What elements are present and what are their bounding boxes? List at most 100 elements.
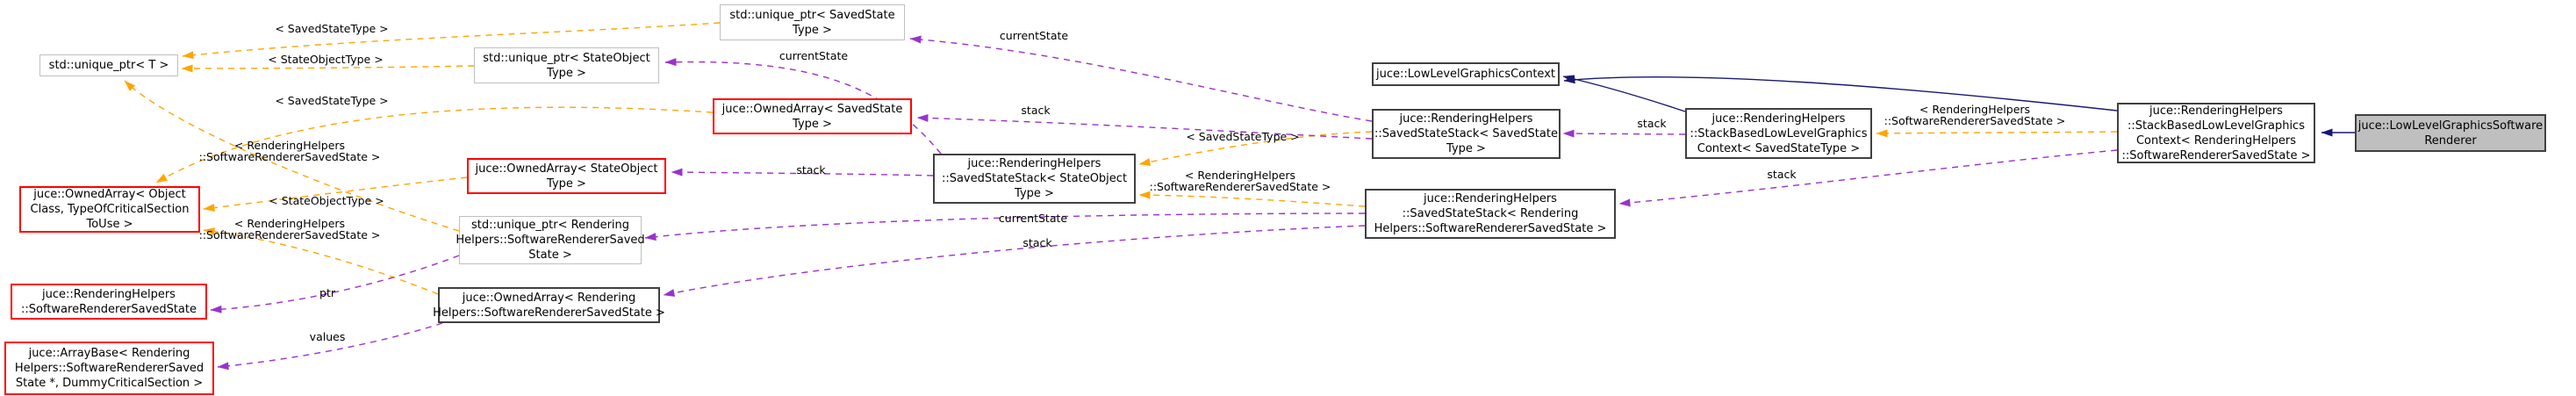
node-juce-stackbasedllgc-savedstatetype[interactable]: juce::RenderingHelpers ::StackBasedLowLe… xyxy=(1685,108,1872,159)
edge-label-line: ::SoftwareRendererSavedState > xyxy=(198,228,381,241)
node-juce-ownedarray-savedstatetype[interactable]: juce::OwnedArray< SavedState Type > xyxy=(713,98,912,134)
node-juce-ownedarray-objectclass[interactable]: juce::OwnedArray< Object Class, TypeOfCr… xyxy=(19,186,200,233)
node-line: juce::LowLevelGraphicsContext xyxy=(1375,68,1555,81)
node-line: ::StackBasedLowLevelGraphics xyxy=(1690,126,1868,140)
edge-usage-stack-rh xyxy=(663,225,1366,297)
node-line: ::SavedStateStack< StateObject xyxy=(941,172,1128,185)
edge-label-ptr: ptr xyxy=(319,286,335,299)
edge-label-template-savedstatetype-2: < SavedStateType > xyxy=(275,94,389,107)
node-line: Type > xyxy=(547,176,586,191)
node-juce-savedstatestack-softwarerenderersavedstate[interactable]: juce::RenderingHelpers ::SavedStateStack… xyxy=(1365,189,1616,239)
node-line: juce::RenderingHelpers xyxy=(1711,112,1846,126)
edge-label-template-softwarerenderersavedstate-3: < RenderingHelpers ::SoftwareRendererSav… xyxy=(1150,169,1331,192)
node-line: ::SavedStateStack< SavedState xyxy=(1374,127,1558,140)
node-line: ::SoftwareRendererSavedState xyxy=(21,302,197,316)
node-juce-softwarerenderersavedstate[interactable]: juce::RenderingHelpers ::SoftwareRendere… xyxy=(11,284,207,320)
edge-inherit-sb-saved-llgc xyxy=(1562,75,1686,112)
edge-label-line: < RenderingHelpers xyxy=(233,217,346,230)
edge-label-currentstate-1: currentState xyxy=(999,29,1069,42)
edge-label-template-softwarerenderersavedstate-1: < RenderingHelpers ::SoftwareRendererSav… xyxy=(199,140,381,162)
edge-usage-currentstate-saved xyxy=(909,35,1373,122)
edge-template-sss-rh xyxy=(1138,191,1366,207)
node-juce-savedstatestack-stateobjecttype[interactable]: juce::RenderingHelpers ::SavedStateStack… xyxy=(933,154,1136,204)
node-std-unique-ptr-softwarerenderersavedstate: std::unique_ptr< Rendering Helpers::Soft… xyxy=(456,216,645,264)
node-juce-savedstatestack-savedstatetype[interactable]: juce::RenderingHelpers ::SavedStateStack… xyxy=(1372,109,1561,159)
edge-label-values: values xyxy=(309,330,346,343)
node-line: juce::RenderingHelpers xyxy=(967,157,1101,170)
node-line: State *, DummyCriticalSection > xyxy=(15,377,204,390)
edge-label-currentstate-3: currentState xyxy=(998,212,1068,225)
node-juce-stackbasedllgc-softwarerenderersavedstate[interactable]: juce::RenderingHelpers ::StackBasedLowLe… xyxy=(2117,103,2315,163)
node-line: Helpers::SoftwareRendererSaved xyxy=(456,234,645,247)
edge-label-stack-3: stack xyxy=(1023,236,1052,249)
node-juce-lowlevelgraphicssoftwarerenderer: juce::LowLevelGraphicsSoftware Renderer xyxy=(2355,114,2546,152)
node-juce-arraybase[interactable]: juce::ArrayBase< Rendering Helpers::Soft… xyxy=(4,342,214,395)
edge-label-currentstate-2: currentState xyxy=(779,49,849,62)
node-line: Context< RenderingHelpers xyxy=(2135,133,2297,148)
edge-label-template-stateobjecttype-1: < StateObjectType > xyxy=(268,53,384,66)
template-edges xyxy=(124,22,2118,295)
edge-usage-currentstate-stateobj xyxy=(664,58,942,155)
node-line: ::StackBasedLowLevelGraphics xyxy=(2128,119,2305,133)
edge-label-stack-1: stack xyxy=(1021,104,1051,117)
node-line: juce::OwnedArray< Object xyxy=(33,188,186,201)
edge-usage-stack-stateobj xyxy=(671,168,934,176)
node-line: ToUse > xyxy=(86,218,133,231)
node-line: Type > xyxy=(1446,142,1486,155)
node-line: juce::RenderingHelpers xyxy=(1424,192,1557,205)
node-line: ::SavedStateStack< Rendering xyxy=(1402,207,1579,220)
node-line: Helpers::SoftwareRendererSavedState > xyxy=(433,306,665,320)
edge-label-stack-4: stack xyxy=(1637,117,1667,130)
edge-label-template-softwarerenderersavedstate-4: < RenderingHelpers ::SoftwareRendererSav… xyxy=(1884,104,2066,126)
edge-usage-ptr xyxy=(210,255,460,313)
node-line: Helpers::SoftwareRendererSaved xyxy=(14,362,205,375)
edge-template-uptr-saved xyxy=(182,22,721,60)
edge-template-sss-saved xyxy=(1138,131,1373,166)
node-line: std::unique_ptr< T > xyxy=(48,59,169,72)
node-juce-ownedarray-softwarerenderersavedstate[interactable]: juce::OwnedArray< Rendering Helpers::Sof… xyxy=(433,287,665,323)
edge-label-stack-5: stack xyxy=(1767,168,1797,181)
node-line: juce::OwnedArray< SavedState xyxy=(721,102,903,116)
edge-template-sb-rh xyxy=(1876,129,2118,138)
node-line: juce::OwnedArray< StateObject xyxy=(475,162,658,176)
edge-label-stack-2: stack xyxy=(796,163,826,176)
node-line: juce::OwnedArray< Rendering xyxy=(462,291,636,305)
edge-usage-currentstate-rh xyxy=(644,212,1366,241)
node-line: juce::RenderingHelpers xyxy=(2149,104,2283,118)
node-line: Helpers::SoftwareRendererSavedState > xyxy=(1374,222,1607,235)
node-juce-lowlevelgraphicscontext[interactable]: juce::LowLevelGraphicsContext xyxy=(1372,62,1560,86)
node-line: std::unique_ptr< SavedState xyxy=(729,8,895,22)
edge-template-uptr-stateobj xyxy=(181,64,475,73)
node-std-unique-ptr-t: std::unique_ptr< T > xyxy=(39,54,178,76)
node-line: Renderer xyxy=(2424,133,2477,148)
edge-label-template-stateobjecttype-2: < StateObjectType > xyxy=(269,194,384,207)
usage-edges xyxy=(210,35,2118,371)
node-juce-ownedarray-stateobjecttype[interactable]: juce::OwnedArray< StateObject Type > xyxy=(467,158,666,194)
node-line: juce::LowLevelGraphicsSoftware xyxy=(2357,119,2544,133)
edge-usage-stack-sb-saved xyxy=(1562,129,1686,138)
edge-inherit-sb-rh-llgc xyxy=(1563,76,2118,112)
edge-template-uptr-rh xyxy=(124,80,460,232)
edge-label-template-softwarerenderersavedstate-2: < RenderingHelpers ::SoftwareRendererSav… xyxy=(199,218,381,241)
node-line: Type > xyxy=(793,23,832,37)
node-std-unique-ptr-savedstatetype: std::unique_ptr< SavedState Type > xyxy=(720,4,905,40)
node-line: juce::RenderingHelpers xyxy=(1399,112,1533,126)
edge-usage-stack-saved xyxy=(916,113,1373,140)
edge-label-line: ::SoftwareRendererSavedState > xyxy=(1884,114,2066,127)
edge-label-template-savedstatetype-1: < SavedStateType > xyxy=(275,22,389,35)
edge-label-line: < RenderingHelpers xyxy=(233,139,346,152)
node-line: Type > xyxy=(1015,187,1054,200)
node-line: Class, TypeOfCriticalSection xyxy=(30,203,190,216)
edge-template-oa-stateobj xyxy=(203,176,468,212)
node-line: Type > xyxy=(793,117,832,131)
inheritance-edges xyxy=(1562,75,2355,137)
node-line: std::unique_ptr< Rendering xyxy=(470,219,630,232)
node-line: Type > xyxy=(547,66,586,80)
edge-label-line: < RenderingHelpers xyxy=(1919,103,2031,116)
edge-label-line: ::SoftwareRendererSavedState > xyxy=(198,150,381,163)
node-line: juce::RenderingHelpers xyxy=(42,287,176,301)
node-line: std::unique_ptr< StateObject xyxy=(483,51,650,65)
edge-template-oa-saved xyxy=(155,106,714,184)
node-line: State > xyxy=(528,248,572,262)
